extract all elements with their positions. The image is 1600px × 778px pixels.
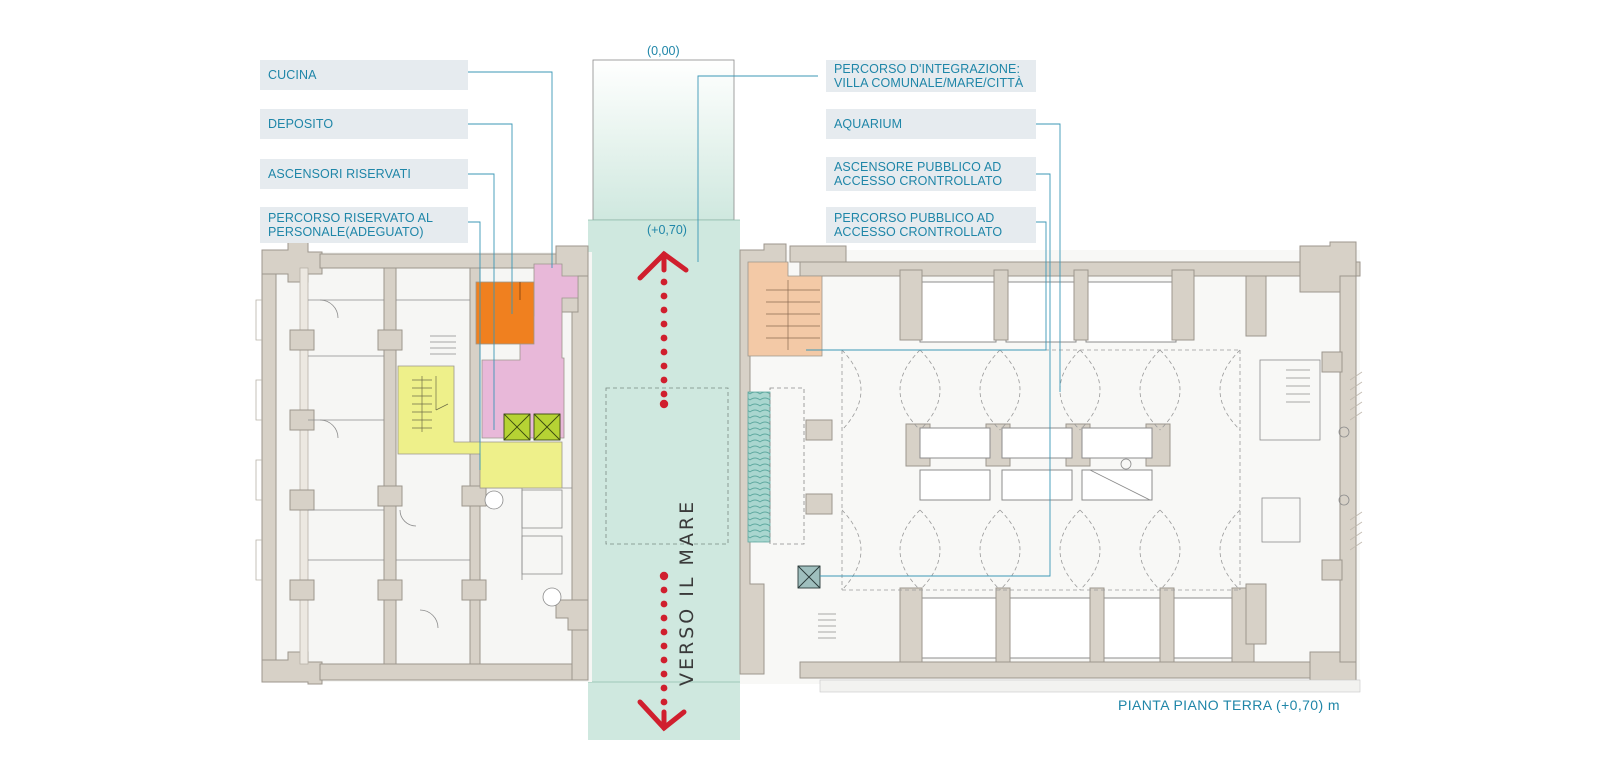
label-percorso-pubblico: PERCORSO PUBBLICO AD ACCESSO CRONTROLLAT… — [826, 207, 1036, 243]
label-percorso-riservato: PERCORSO RISERVATO AL PERSONALE(ADEGUATO… — [260, 207, 468, 243]
plan-title: PIANTA PIANO TERRA (+0,70) m — [1118, 697, 1340, 713]
level-marker-mid: (+0,70) — [647, 223, 687, 237]
left-wing — [255, 241, 592, 685]
leader-lines — [468, 71, 1061, 577]
label-ascensori-riservati: ASCENSORI RISERVATI — [260, 159, 468, 189]
reserved-elevators — [503, 413, 561, 441]
right-wing — [739, 241, 1363, 693]
public-elevator — [797, 565, 821, 589]
level-marker-top: (0,00) — [647, 44, 680, 58]
handwritten-note: VERSO IL MARE — [676, 498, 698, 686]
label-ascensore-pubblico: ASCENSORE PUBBLICO AD ACCESSO CRONTROLLA… — [826, 157, 1036, 191]
label-aquarium: AQUARIUM — [826, 109, 1036, 139]
label-cucina: CUCINA — [260, 60, 468, 90]
label-deposito: DEPOSITO — [260, 109, 468, 139]
label-percorso-integrazione: PERCORSO D'INTEGRAZIONE: VILLA COMUNALE/… — [826, 60, 1036, 92]
direction-arrows — [637, 250, 689, 732]
